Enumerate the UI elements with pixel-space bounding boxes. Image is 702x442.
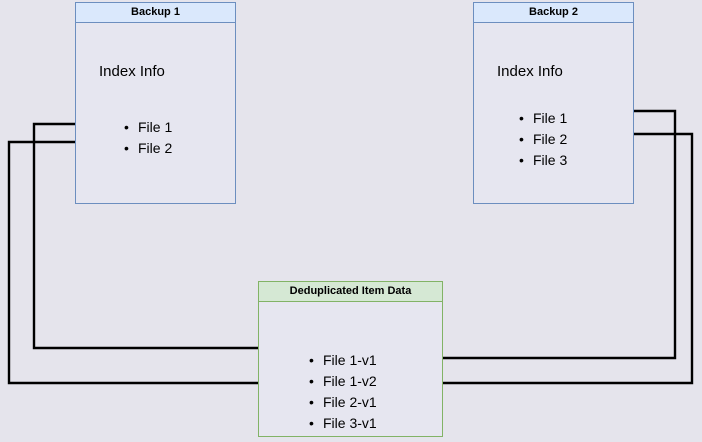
list-item: File 1 [124,117,172,138]
node-backup-1[interactable]: Backup 1 Index Info File 1 File 2 [75,2,236,204]
node-backup-1-header: Backup 1 [76,3,235,23]
node-backup-1-file-list: File 1 File 2 [124,117,172,159]
list-item: File 2 [124,138,172,159]
node-backup-2-index-info-label: Index Info [497,63,563,80]
node-backup-1-body: Index Info File 1 File 2 [76,23,235,203]
list-item: File 1-v1 [309,350,377,371]
node-deduplicated-item-data[interactable]: Deduplicated Item Data File 1-v1 File 1-… [258,281,443,437]
list-item: File 3 [519,150,567,171]
node-backup-1-index-info-label: Index Info [99,63,165,80]
list-item: File 2 [519,129,567,150]
node-backup-2-file-list: File 1 File 2 File 3 [519,108,567,171]
node-deduplicated-item-data-header: Deduplicated Item Data [259,282,442,302]
list-item: File 1 [519,108,567,129]
list-item: File 3-v1 [309,413,377,434]
list-item: File 2-v1 [309,392,377,413]
node-deduplicated-item-data-file-list: File 1-v1 File 1-v2 File 2-v1 File 3-v1 [309,350,377,434]
list-item: File 1-v2 [309,371,377,392]
node-deduplicated-item-data-body: File 1-v1 File 1-v2 File 2-v1 File 3-v1 [259,302,442,436]
node-backup-2[interactable]: Backup 2 Index Info File 1 File 2 File 3 [473,2,634,204]
node-backup-2-body: Index Info File 1 File 2 File 3 [474,23,633,203]
node-backup-2-header: Backup 2 [474,3,633,23]
